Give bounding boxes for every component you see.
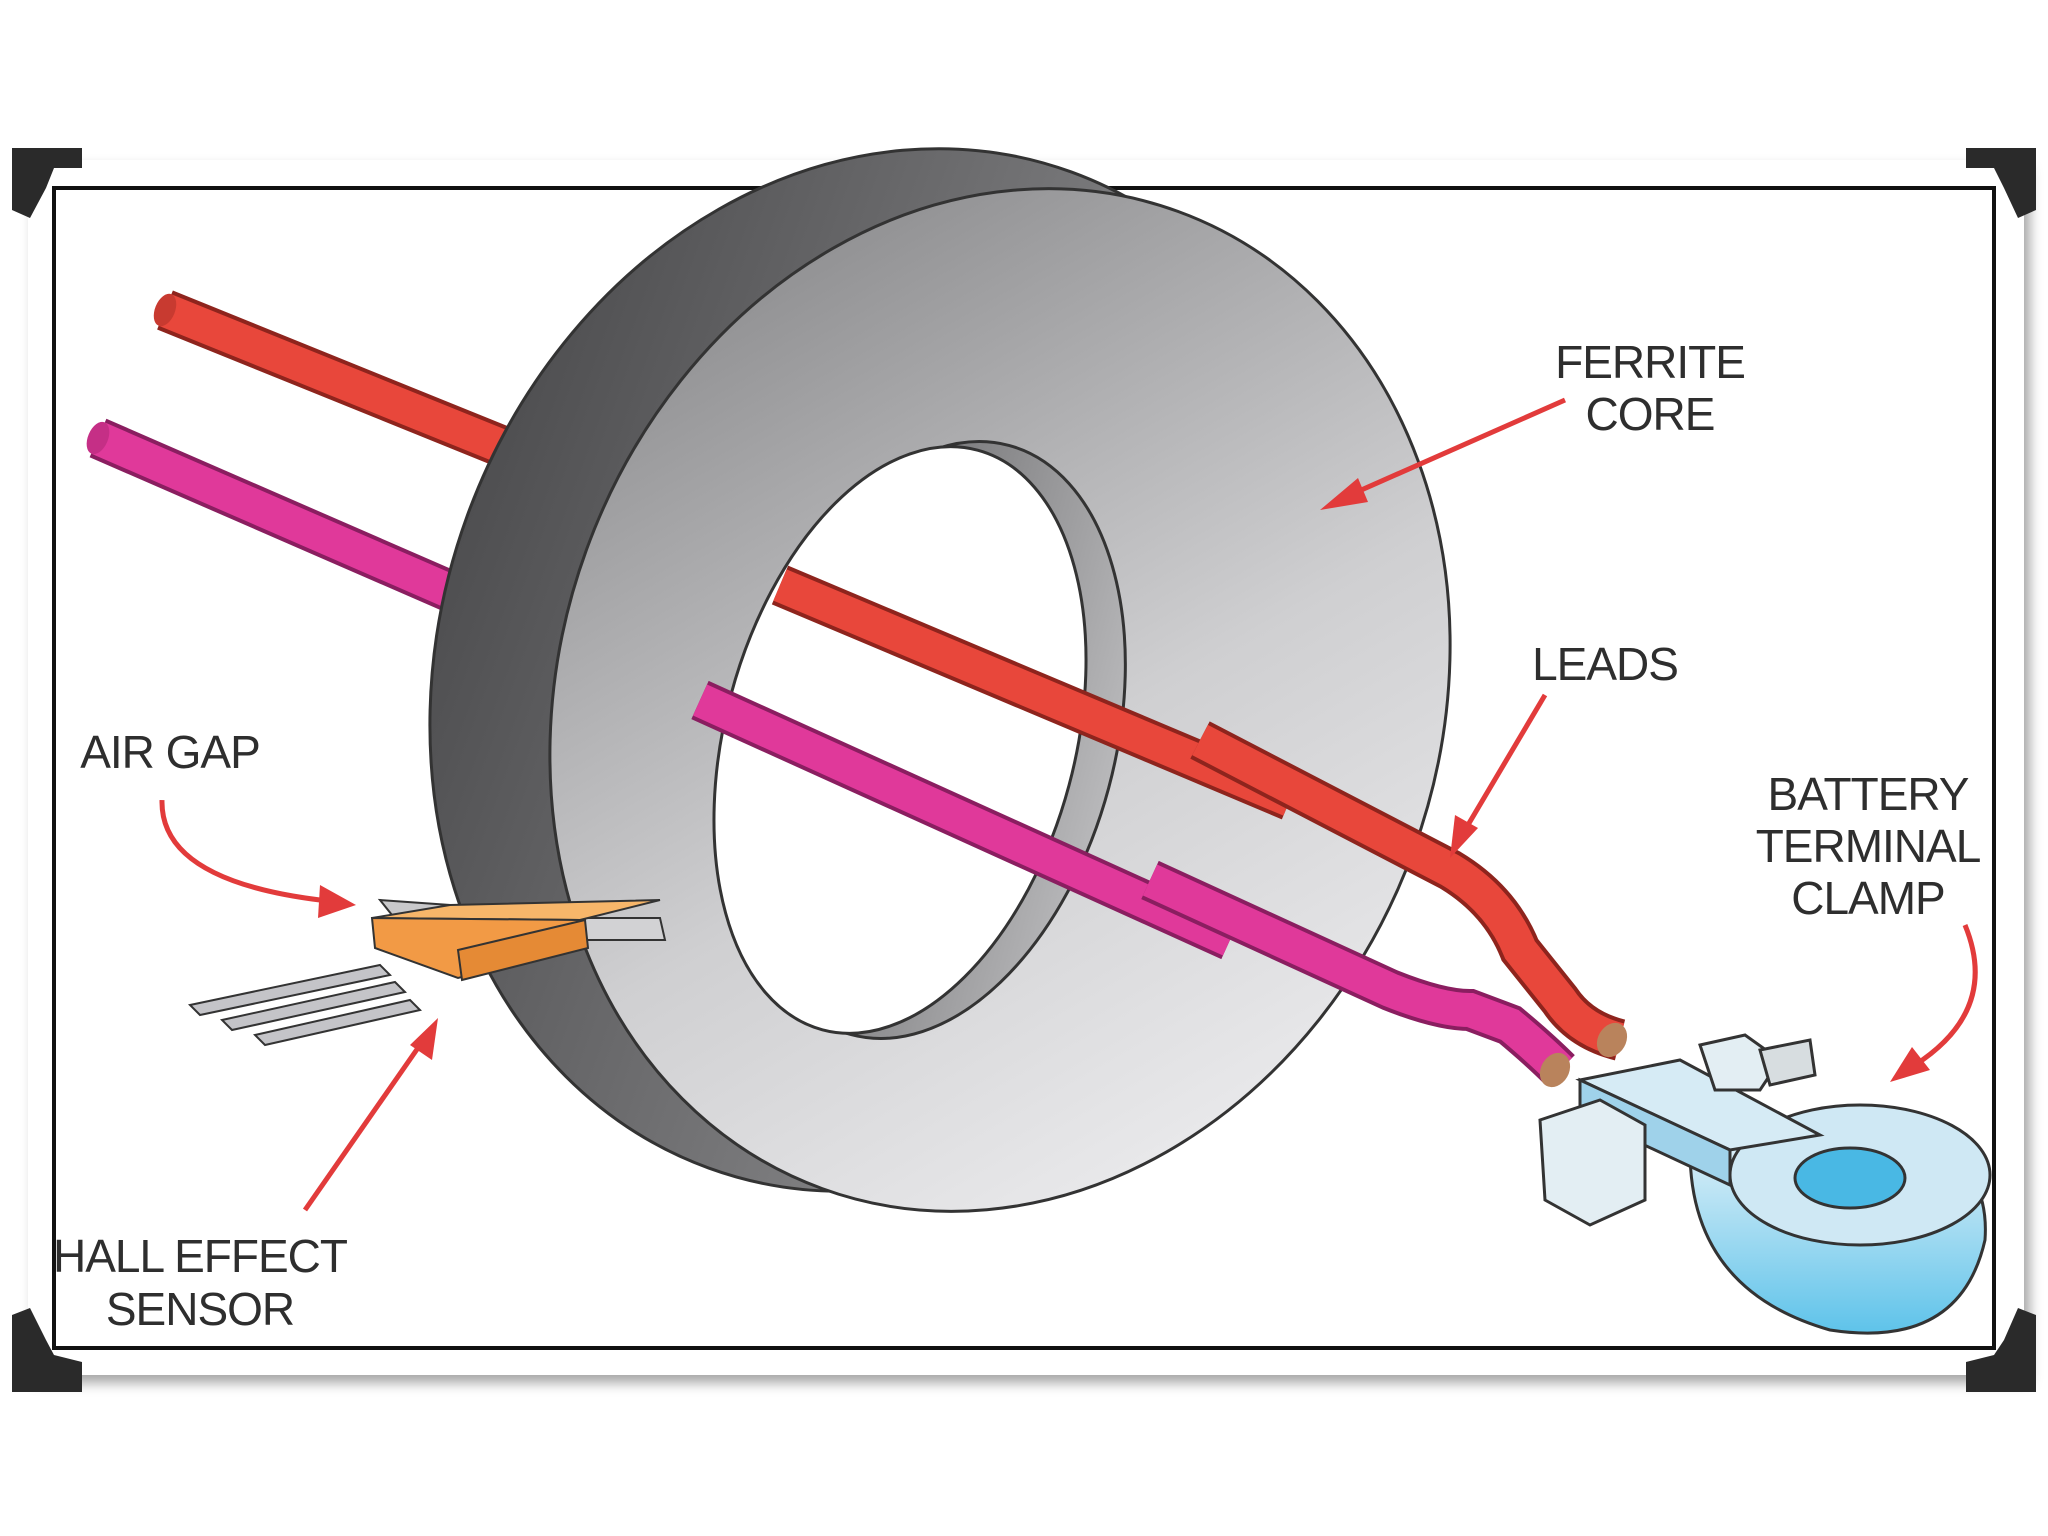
- frame-corner-top-right: [1966, 148, 2036, 218]
- magenta-lead-through: [691, 680, 1239, 960]
- arrow-air-gap: [159, 799, 356, 918]
- label-battery-terminal-clamp-line1: BATTERY: [1768, 768, 1969, 820]
- arrow-leads: [1450, 693, 1548, 858]
- hall-effect-sensor: [187, 898, 667, 1047]
- red-lead-back: [153, 290, 568, 490]
- label-hall-effect-sensor-line2: SENSOR: [106, 1283, 294, 1335]
- sensor-pins: [187, 963, 422, 1047]
- label-ferrite-core-line1: FERRITE: [1555, 336, 1745, 388]
- frame-corner-bottom-left: [12, 1308, 82, 1392]
- arrow-battery-terminal-clamp: [1890, 924, 1978, 1082]
- magenta-lead-front: [1141, 860, 1575, 1088]
- label-battery-terminal-clamp-line3: CLAMP: [1791, 872, 1944, 924]
- red-lead-front: [1190, 721, 1628, 1061]
- label-ferrite-core-line2: CORE: [1586, 388, 1715, 440]
- clamp-bolt: [1538, 1033, 1817, 1227]
- frame-corner-bottom-right: [1966, 1308, 2036, 1392]
- arrow-hall-effect-sensor: [302, 1018, 438, 1212]
- label-air-gap: AIR GAP: [80, 726, 260, 778]
- frame-corner-top-left: [12, 148, 82, 218]
- label-ferrite-core: FERRITE CORE: [1555, 336, 1746, 440]
- label-hall-effect-sensor: HALL EFFECT SENSOR: [53, 1230, 349, 1335]
- label-battery-terminal-clamp: BATTERY TERMINAL CLAMP: [1756, 768, 1982, 924]
- label-battery-terminal-clamp-line2: TERMINAL: [1756, 820, 1981, 872]
- magenta-lead-back: [86, 418, 479, 620]
- label-hall-effect-sensor-line1: HALL EFFECT: [53, 1230, 348, 1282]
- battery-terminal-clamp: [1538, 1033, 1992, 1335]
- arrow-ferrite-core: [1320, 397, 1567, 510]
- label-leads: LEADS: [1532, 638, 1678, 690]
